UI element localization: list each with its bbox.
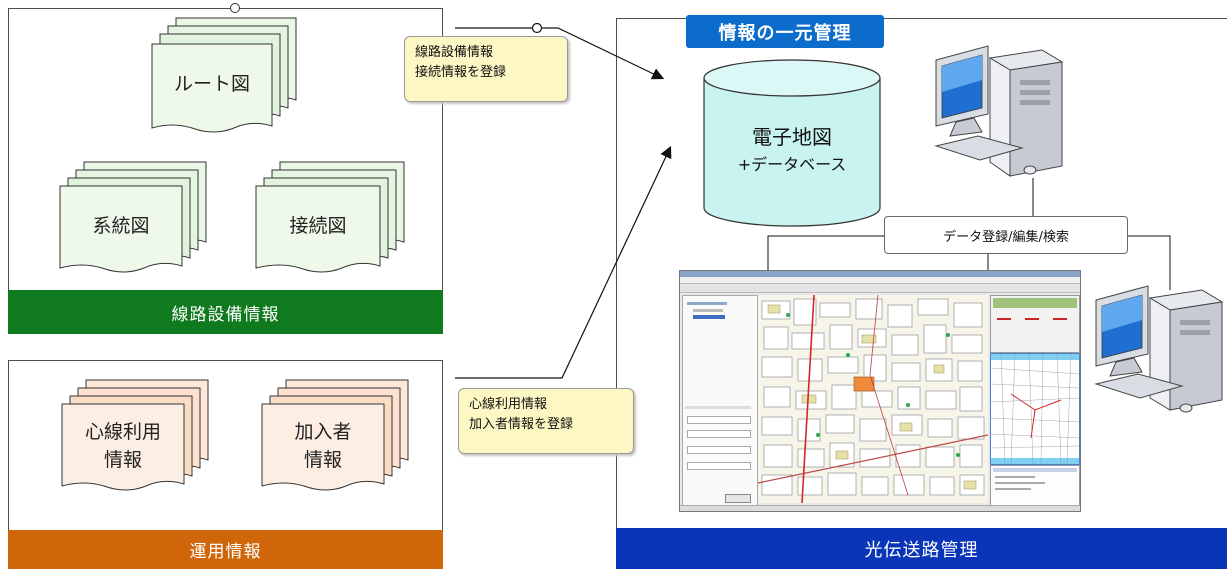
core-usage-doc-icon bbox=[61, 379, 209, 491]
app-titlebar bbox=[680, 271, 1080, 277]
operation-documents bbox=[61, 379, 409, 491]
app-toolbar bbox=[680, 284, 1080, 293]
lower-callout-line2: 加入者情報を登録 bbox=[469, 417, 574, 432]
system-diagram-doc-icon bbox=[59, 161, 207, 273]
system-title-tag: 情報の一元管理 bbox=[686, 15, 884, 48]
core-usage-label-line1: 心線利用 bbox=[84, 421, 161, 443]
line-facility-documents bbox=[59, 17, 405, 273]
subscriber-label-line1: 加入者 bbox=[294, 421, 352, 443]
computer-icon-right bbox=[1094, 285, 1224, 413]
app-right-panel-top bbox=[990, 295, 1080, 353]
app-right-panel-bottom bbox=[990, 465, 1080, 509]
system-bar: 光伝送路管理 bbox=[616, 528, 1227, 569]
data-action-box: データ登録/編集/検索 bbox=[884, 216, 1128, 254]
computer-icon-top bbox=[934, 45, 1064, 177]
database-label: 電子地図 +データベース bbox=[704, 122, 880, 178]
database-label-line2: +データベース bbox=[737, 155, 847, 174]
upper-callout-line1: 線路設備情報 bbox=[415, 45, 494, 60]
core-usage-label-line2: 情報 bbox=[103, 449, 142, 471]
route-map-label: ルート図 bbox=[173, 73, 250, 95]
subscriber-label-line2: 情報 bbox=[303, 449, 342, 471]
connector-dot bbox=[230, 3, 240, 13]
app-map-view bbox=[758, 295, 988, 503]
subscriber-doc-icon bbox=[261, 379, 409, 491]
core-usage-label: 心線利用 情報 bbox=[62, 418, 184, 474]
app-overview-map bbox=[990, 353, 1080, 465]
app-menubar bbox=[680, 277, 1080, 284]
line-facility-bar: 線路設備情報 bbox=[8, 290, 443, 334]
operation-bar: 運用情報 bbox=[8, 530, 443, 569]
app-screenshot bbox=[679, 270, 1081, 512]
app-statusbar bbox=[680, 505, 1080, 511]
lower-callout: 心線利用情報 加入者情報を登録 bbox=[458, 388, 634, 454]
upper-callout: 線路設備情報 接続情報を登録 bbox=[404, 36, 568, 102]
lower-callout-line1: 心線利用情報 bbox=[469, 397, 548, 412]
system-diagram-label: 系統図 bbox=[92, 215, 150, 237]
connection-diagram-label: 接続図 bbox=[289, 215, 347, 237]
route-map-doc-icon bbox=[151, 17, 297, 133]
database-cylinder-icon bbox=[703, 59, 881, 227]
upper-callout-line2: 接続情報を登録 bbox=[415, 65, 507, 80]
connection-diagram-doc-icon bbox=[255, 161, 405, 273]
database-label-line1: 電子地図 bbox=[752, 125, 832, 149]
subscriber-label: 加入者 情報 bbox=[262, 418, 384, 474]
app-left-panel bbox=[682, 295, 758, 507]
